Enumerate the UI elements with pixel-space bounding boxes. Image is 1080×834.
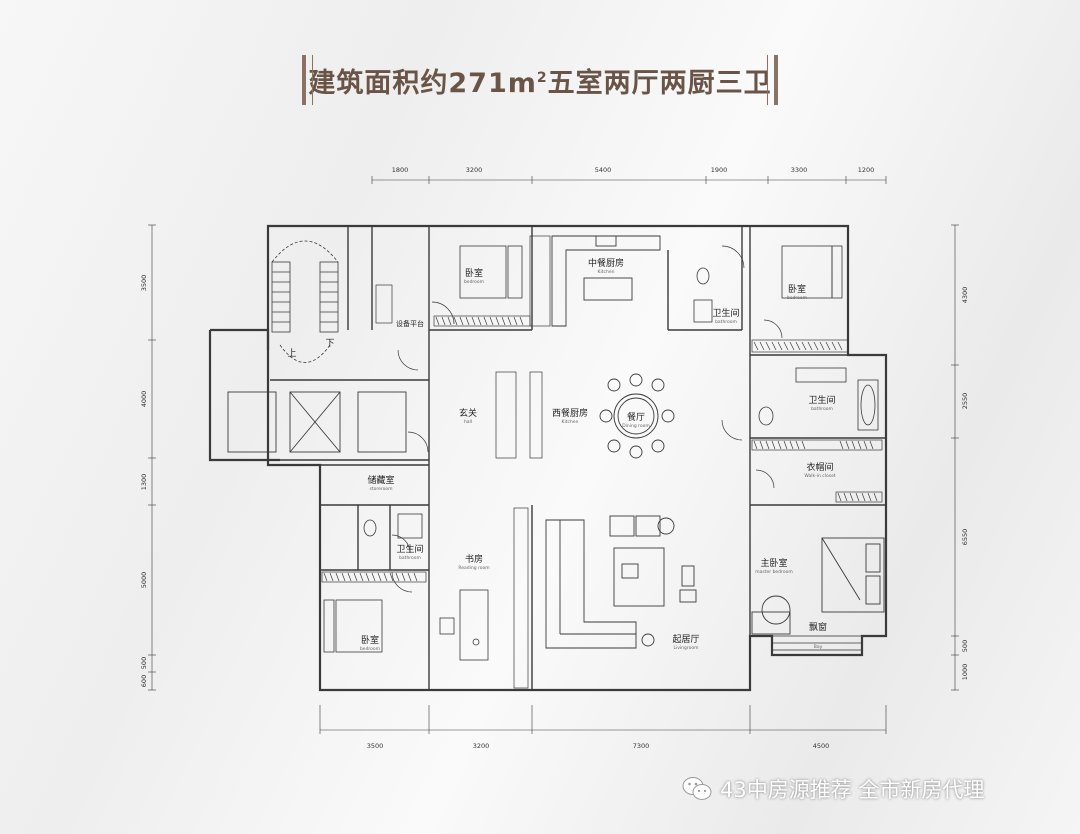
elevators bbox=[227, 391, 407, 453]
dim-left-4: 5000 bbox=[140, 572, 148, 589]
room-kitchen-chinese-en: Kitchen bbox=[598, 269, 615, 275]
room-bedroom-top: 卧室 bbox=[465, 267, 483, 279]
title-frame: 建筑面积约271m2五室两厅两厨三卫 bbox=[302, 55, 778, 105]
room-bay-en: Bay bbox=[814, 644, 823, 650]
room-living: 起居厅 bbox=[672, 634, 699, 645]
room-bay: 飘窗 bbox=[809, 621, 827, 633]
room-bath-right-en: bathroom bbox=[811, 406, 833, 412]
dim-top-5: 3300 bbox=[791, 166, 808, 174]
room-kitchen-western-en: Kitchen bbox=[562, 419, 579, 425]
room-bath-top: 卫生间 bbox=[712, 307, 739, 319]
room-bath-left: 卫生间 bbox=[396, 543, 423, 555]
kitchen-counters bbox=[551, 235, 661, 327]
room-bedroom-right: 卧室 bbox=[788, 283, 806, 295]
room-storage: 储藏室 bbox=[367, 474, 394, 486]
bay-window bbox=[771, 635, 863, 651]
exterior-walls bbox=[208, 224, 888, 692]
room-bedroom-left: 卧室 bbox=[361, 634, 379, 646]
dim-left-1: 3500 bbox=[140, 275, 148, 292]
dim-top-2: 3200 bbox=[466, 166, 483, 174]
dim-right-4: 500 bbox=[961, 640, 969, 652]
room-closet: 衣帽间 bbox=[806, 461, 833, 473]
dim-left-3: 1300 bbox=[140, 474, 148, 491]
bath-fixtures bbox=[363, 267, 879, 539]
dim-left-6: 500 bbox=[140, 657, 148, 669]
stairwell bbox=[271, 240, 339, 363]
dim-left-5: 600 bbox=[140, 675, 148, 687]
study-desk bbox=[439, 589, 489, 661]
dim-top-4: 1900 bbox=[711, 166, 728, 174]
dim-right-5: 1000 bbox=[961, 664, 969, 681]
room-kitchen-western: 西餐厨房 bbox=[552, 407, 588, 419]
dim-top-6: 1200 bbox=[858, 166, 875, 174]
title-prefix: 建筑面积约271m bbox=[308, 67, 537, 99]
door-swings bbox=[391, 245, 783, 593]
room-living-en: Livingroom bbox=[673, 645, 698, 651]
dim-top-1: 1800 bbox=[392, 166, 409, 174]
room-bedroom-top-en: bedroom bbox=[464, 279, 484, 285]
room-bath-left-en: bathroom bbox=[399, 555, 421, 561]
room-bath-top-en: bathroom bbox=[715, 319, 737, 325]
room-equipment: 设备平台 bbox=[396, 319, 424, 328]
watermark-text: 43中房源推荐 全市新房代理 bbox=[720, 778, 985, 802]
room-bedroom-left-en: bedroom bbox=[360, 646, 380, 652]
dim-bottom-3: 7300 bbox=[633, 742, 650, 750]
watermark: 43中房源推荐 全市新房代理 bbox=[682, 772, 984, 806]
room-kitchen-chinese: 中餐厨房 bbox=[588, 257, 624, 269]
dim-bottom-2: 3200 bbox=[473, 742, 490, 750]
dim-right-1: 4300 bbox=[961, 287, 969, 304]
room-study: 书房 bbox=[465, 553, 483, 565]
room-dining-en: Dining room bbox=[622, 423, 650, 429]
room-foyer: 玄关 bbox=[459, 407, 477, 419]
cabinets bbox=[321, 235, 883, 689]
room-master: 主卧室 bbox=[760, 557, 787, 569]
master-bed bbox=[751, 537, 885, 635]
room-study-en: Reading room bbox=[458, 565, 489, 571]
room-bedroom-right-en: bedroom bbox=[787, 295, 807, 301]
dim-top-3: 5400 bbox=[595, 166, 612, 174]
dim-left-2: 4000 bbox=[140, 391, 148, 408]
title-superscript: 2 bbox=[536, 69, 548, 86]
beds bbox=[323, 245, 843, 653]
dim-bottom-4: 4500 bbox=[813, 742, 830, 750]
stair-up-label: 上 bbox=[287, 348, 296, 359]
living-furniture bbox=[545, 515, 697, 649]
room-foyer-en: hall bbox=[464, 419, 472, 425]
dim-bottom-1: 3500 bbox=[367, 742, 384, 750]
room-closet-en: Walk-in closet bbox=[804, 473, 836, 479]
dining-table bbox=[599, 373, 675, 459]
dim-right-3: 6550 bbox=[961, 529, 969, 546]
title-suffix: 五室两厅两厨三卫 bbox=[547, 67, 772, 99]
dim-right-2: 2550 bbox=[961, 393, 969, 410]
room-master-en: master bedroom bbox=[755, 569, 792, 575]
room-dining: 餐厅 bbox=[627, 411, 645, 423]
room-bath-right: 卫生间 bbox=[808, 394, 835, 406]
plan-title: 建筑面积约271m2五室两厅两厨三卫 bbox=[308, 61, 771, 100]
wechat-icon bbox=[682, 777, 712, 800]
room-storage-en: storeroom bbox=[369, 486, 392, 492]
stair-down-label: 下 bbox=[325, 339, 334, 349]
interior-walls bbox=[270, 225, 886, 690]
